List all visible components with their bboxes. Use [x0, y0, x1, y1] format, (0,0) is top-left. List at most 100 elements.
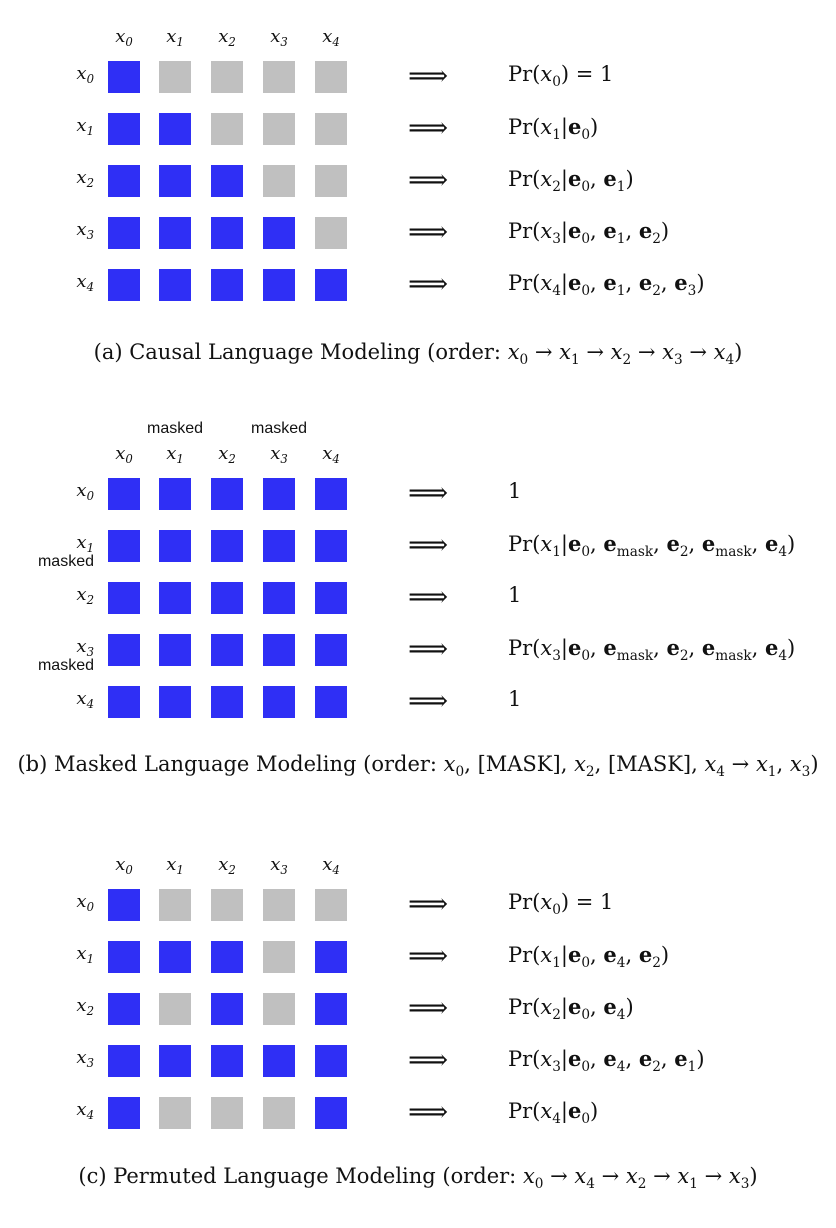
implies-arrow-icon: ⟹ [408, 111, 449, 144]
attention-cell-visible [263, 269, 295, 301]
probability-formula: Pr(x0) = 1 [508, 890, 614, 918]
attention-cell-blocked [159, 993, 191, 1025]
attention-cell-visible [108, 113, 140, 145]
row-label: x2 [76, 995, 94, 1019]
attention-cell-visible [108, 941, 140, 973]
attention-cell-visible [315, 478, 347, 510]
implies-arrow-icon: ⟹ [408, 684, 449, 717]
probability-formula: 1 [508, 583, 522, 607]
attention-cell-visible [159, 582, 191, 614]
implies-arrow-icon: ⟹ [408, 887, 449, 920]
attention-cell-blocked [315, 217, 347, 249]
attention-cell-visible [211, 478, 243, 510]
probability-formula: Pr(x1|e0, e4, e2) [508, 942, 670, 971]
attention-cell-visible [159, 217, 191, 249]
attention-cell-visible [263, 478, 295, 510]
row-label: x0 [76, 891, 94, 915]
probability-formula: Pr(x4|e0, e1, e2, e3) [508, 270, 705, 299]
attention-cell-visible [108, 165, 140, 197]
row-note-masked: masked [37, 657, 94, 674]
row-label: x1 [76, 115, 94, 139]
attention-cell-visible [108, 478, 140, 510]
attention-cell-blocked [315, 165, 347, 197]
row-label: x4 [76, 1099, 94, 1123]
implies-arrow-icon: ⟹ [408, 215, 449, 248]
attention-cell-visible [159, 269, 191, 301]
row-label: x4 [76, 688, 94, 712]
attention-cell-visible [108, 889, 140, 921]
column-header: x3 [270, 443, 288, 467]
attention-cell-visible [315, 530, 347, 562]
row-label: x3 [76, 636, 94, 660]
column-header: x0 [115, 443, 133, 467]
column-note-masked: masked [250, 420, 308, 437]
attention-cell-blocked [263, 61, 295, 93]
implies-arrow-icon: ⟹ [408, 991, 449, 1024]
row-label: x0 [76, 63, 94, 87]
attention-cell-visible [211, 686, 243, 718]
attention-cell-visible [263, 686, 295, 718]
probability-formula: Pr(x3|e0, e1, e2) [508, 218, 670, 247]
attention-cell-visible [263, 582, 295, 614]
column-header: x2 [218, 443, 236, 467]
attention-cell-visible [108, 1097, 140, 1129]
attention-cell-blocked [263, 113, 295, 145]
attention-cell-blocked [159, 1097, 191, 1129]
attention-cell-visible [108, 582, 140, 614]
attention-cell-blocked [315, 889, 347, 921]
attention-cell-visible [108, 530, 140, 562]
probability-formula: 1 [508, 479, 522, 503]
attention-cell-visible [159, 634, 191, 666]
probability-formula: 1 [508, 687, 522, 711]
probability-formula: Pr(x3|e0, e4, e2, e1) [508, 1046, 705, 1075]
implies-arrow-icon: ⟹ [408, 1043, 449, 1076]
implies-arrow-icon: ⟹ [408, 580, 449, 613]
attention-cell-visible [263, 530, 295, 562]
attention-cell-visible [108, 993, 140, 1025]
probability-formula: Pr(x0) = 1 [508, 62, 614, 90]
attention-cell-blocked [159, 61, 191, 93]
row-label: x1 [76, 532, 94, 556]
row-label: x4 [76, 271, 94, 295]
figure-caption: (a) Causal Language Modeling (order: x0 … [93, 340, 743, 368]
implies-arrow-icon: ⟹ [408, 632, 449, 665]
attention-cell-blocked [211, 1097, 243, 1129]
implies-arrow-icon: ⟹ [408, 267, 449, 300]
row-label: x3 [76, 219, 94, 243]
column-header: x1 [166, 443, 184, 467]
column-note-masked: masked [146, 420, 204, 437]
attention-cell-visible [315, 686, 347, 718]
attention-cell-visible [108, 269, 140, 301]
column-header: x4 [322, 26, 340, 50]
attention-cell-visible [159, 113, 191, 145]
attention-cell-visible [263, 1045, 295, 1077]
attention-cell-visible [315, 582, 347, 614]
attention-cell-visible [159, 478, 191, 510]
column-header: x2 [218, 854, 236, 878]
column-header: x2 [218, 26, 236, 50]
attention-cell-visible [159, 941, 191, 973]
column-header: x1 [166, 854, 184, 878]
attention-cell-visible [315, 634, 347, 666]
attention-cell-blocked [315, 61, 347, 93]
implies-arrow-icon: ⟹ [408, 59, 449, 92]
column-header: x3 [270, 854, 288, 878]
attention-cell-visible [211, 941, 243, 973]
attention-cell-visible [159, 686, 191, 718]
attention-cell-visible [211, 582, 243, 614]
attention-cell-blocked [263, 993, 295, 1025]
probability-formula: Pr(x4|e0) [508, 1098, 599, 1127]
attention-cell-visible [263, 217, 295, 249]
attention-cell-visible [315, 993, 347, 1025]
implies-arrow-icon: ⟹ [408, 163, 449, 196]
column-header: x3 [270, 26, 288, 50]
attention-cell-visible [211, 217, 243, 249]
column-header: x0 [115, 854, 133, 878]
attention-cell-blocked [211, 113, 243, 145]
implies-arrow-icon: ⟹ [408, 939, 449, 972]
attention-cell-blocked [211, 889, 243, 921]
attention-cell-visible [211, 1045, 243, 1077]
